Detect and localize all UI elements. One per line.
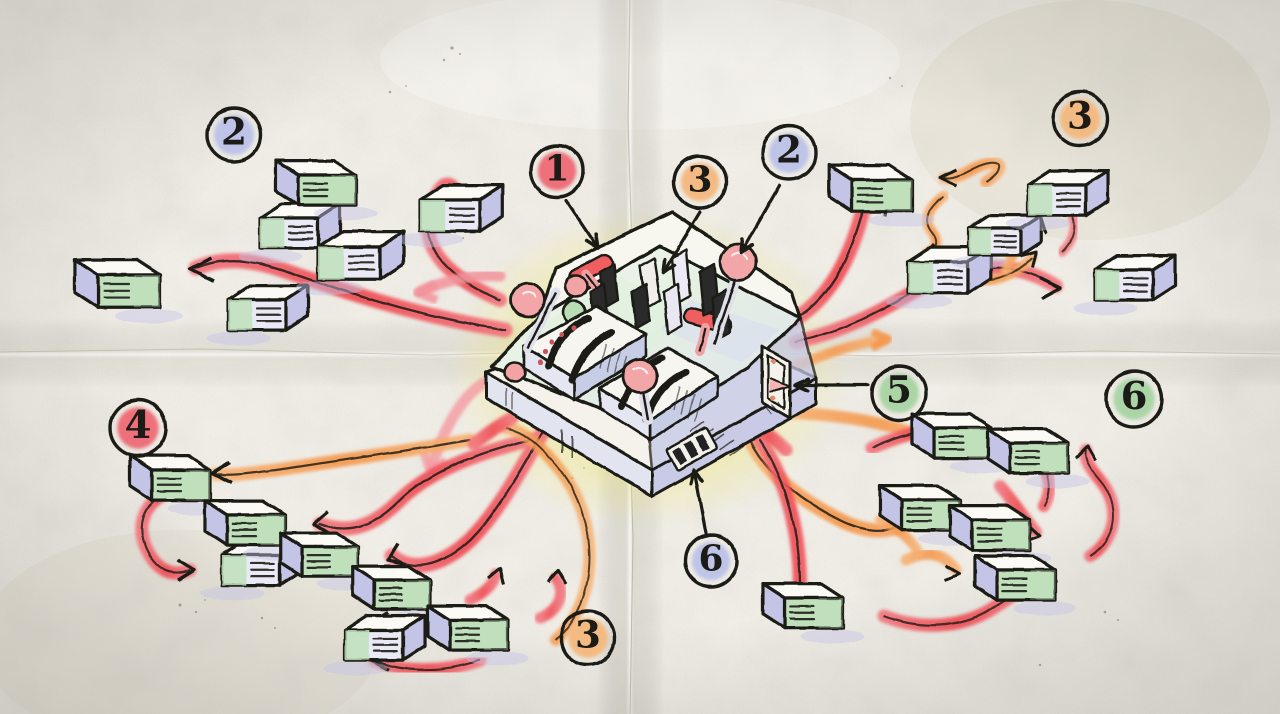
callout-3-bottom[interactable]: 3 [559, 609, 617, 667]
node-bl-7[interactable] [426, 604, 530, 666]
callout-3-top-right[interactable]: 3 [1051, 90, 1109, 148]
node-layer [72, 159, 1177, 676]
badge-number: 5 [886, 368, 912, 412]
node-br-2[interactable] [986, 427, 1090, 489]
node-br-6[interactable] [761, 582, 865, 644]
side-port [760, 344, 792, 420]
knob-pink [563, 273, 589, 299]
vent-slots [665, 426, 719, 472]
badge-number: 6 [699, 537, 724, 579]
callout-3-levers[interactable]: 3 [672, 154, 728, 210]
badge-number: 3 [688, 158, 713, 200]
node-tr-1[interactable] [827, 163, 935, 227]
callout-6-machine-base[interactable]: 6 [683, 533, 739, 589]
lever-center-ball [621, 357, 659, 425]
badge-number: 3 [575, 613, 601, 657]
callout-5-side-port[interactable]: 5 [870, 364, 928, 422]
badge-layer: 2 1 3 2 3 4 5 6 6 3 [108, 90, 1164, 667]
callout-2-top-left[interactable]: 2 [205, 106, 263, 164]
node-bl-5[interactable] [351, 564, 451, 624]
pointer-5-to-side-port [793, 377, 870, 393]
node-br-1[interactable] [910, 412, 1014, 474]
node-tl-5[interactable] [274, 159, 378, 221]
pointer-layer [564, 183, 870, 535]
badge-number: 3 [1067, 94, 1093, 138]
node-tl-4[interactable] [295, 230, 406, 296]
node-tl-2[interactable] [206, 284, 310, 346]
node-tl-6[interactable] [397, 183, 505, 247]
node-bl-6[interactable] [323, 614, 427, 676]
pointer-3-to-levers [661, 210, 702, 275]
callout-2-top-right[interactable]: 2 [760, 124, 818, 182]
central-control-machine[interactable] [484, 210, 818, 498]
node-tr-5[interactable] [1073, 254, 1177, 316]
node-br-5[interactable] [973, 554, 1077, 616]
pointer-2-to-lever-right [739, 183, 782, 255]
toggle-bank-rear [588, 248, 732, 342]
node-tl-1[interactable] [72, 258, 183, 324]
callout-1-machine[interactable]: 1 [529, 143, 585, 199]
lever-left-ball [509, 281, 561, 353]
badge-number: 2 [776, 128, 802, 172]
badge-number: 6 [1121, 374, 1148, 419]
callout-6-bottom-right[interactable]: 6 [1104, 369, 1164, 429]
node-tr-4[interactable] [1006, 169, 1110, 231]
knob-pink-low [503, 360, 527, 384]
badge-number: 4 [125, 403, 152, 448]
toggle-bank-front [522, 304, 648, 402]
badge-number: 2 [221, 110, 247, 154]
pointer-6-to-base [688, 468, 708, 535]
callout-4-bottom-left[interactable]: 4 [108, 398, 168, 458]
badge-number: 1 [545, 147, 570, 189]
pointer-1-to-machine [564, 198, 600, 250]
